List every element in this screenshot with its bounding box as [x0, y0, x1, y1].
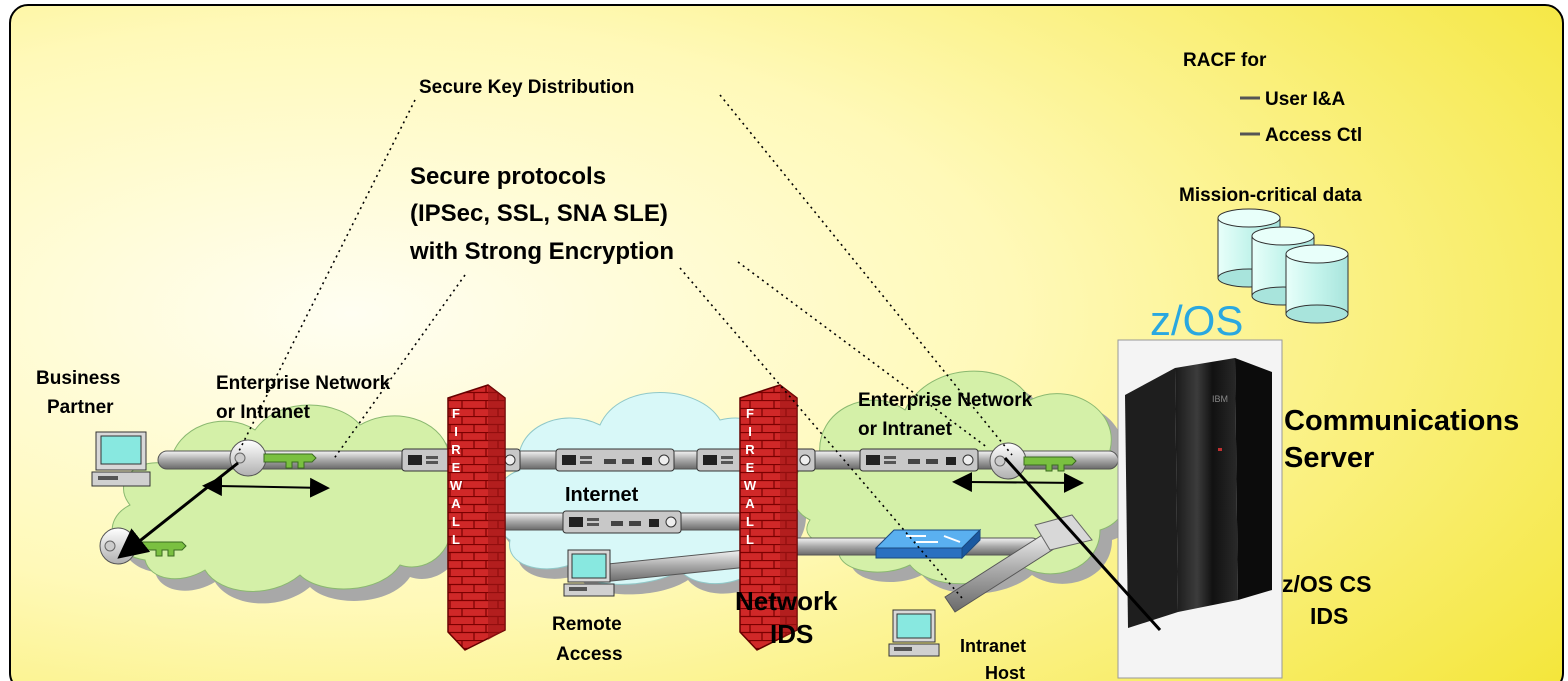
zos-cs-ids-label-1: z/OS CS — [1282, 571, 1371, 597]
mainframe-brand: IBM — [1212, 394, 1228, 404]
firewall-letter: W — [744, 478, 757, 493]
network-ids-label-1: Network — [735, 586, 838, 616]
firewall-letter: R — [745, 442, 755, 457]
disk-stack-icon — [1217, 208, 1349, 324]
firewall-letter: L — [452, 532, 460, 547]
router-4 — [859, 448, 979, 472]
remote-access-label-2: Access — [556, 644, 623, 665]
encryption-arrow-right — [952, 472, 1084, 493]
business-partner-label-2: Partner — [47, 397, 114, 418]
firewall-letter: F — [452, 406, 460, 421]
firewall-letter: F — [746, 406, 754, 421]
router-2 — [555, 448, 675, 472]
secure-protocols-line-2: (IPSec, SSL, SNA SLE) — [410, 200, 668, 227]
firewall-left-letters: F I R E W A L L — [450, 406, 463, 547]
business-partner-label-1: Business — [36, 368, 120, 389]
racf-item-access-ctl: Access Ctl — [1265, 125, 1362, 146]
communications-server-label-1: Communications — [1284, 405, 1519, 437]
network-ids-label-2: IDS — [770, 619, 813, 649]
encryption-arrow-left — [202, 476, 330, 498]
enterprise-network-right-2: or Intranet — [858, 419, 953, 440]
enterprise-network-left-2: or Intranet — [216, 402, 311, 423]
enterprise-network-left-1: Enterprise Network — [216, 373, 391, 394]
firewall-letter: W — [450, 478, 463, 493]
business-partner-computer-icon — [91, 431, 151, 487]
racf-item-user-ia: User I&A — [1265, 89, 1346, 110]
disk-icon — [1285, 244, 1349, 324]
firewall-right — [739, 384, 798, 651]
disk-icon — [1217, 208, 1281, 288]
firewall-letter: L — [746, 532, 754, 547]
router-5 — [562, 510, 682, 534]
intranet-host-label-2: Host — [985, 663, 1025, 681]
firewall-letter: A — [451, 496, 461, 511]
remote-access-computer-icon — [563, 549, 615, 597]
mainframe-server-icon: IBM — [1117, 339, 1283, 679]
callout-lines — [237, 94, 1013, 599]
zos-cs-ids-label-2: IDS — [1310, 603, 1348, 629]
firewall-left — [447, 384, 506, 651]
firewall-letter: R — [451, 442, 461, 457]
enterprise-network-right-1: Enterprise Network — [858, 390, 1033, 411]
intranet-host-computer-icon — [888, 609, 940, 657]
secure-protocols-line-3: with Strong Encryption — [409, 238, 674, 265]
firewall-letter: L — [452, 514, 460, 529]
firewall-letter: L — [746, 514, 754, 529]
communications-server-label-2: Server — [1284, 442, 1374, 474]
secure-protocols-line-1: Secure protocols — [410, 163, 606, 190]
network-switch — [874, 528, 982, 560]
key-icon-left-network — [229, 439, 317, 477]
firewall-letter: E — [452, 460, 461, 475]
internet-label: Internet — [565, 484, 639, 506]
mission-critical-data-label: Mission-critical data — [1179, 185, 1362, 206]
firewall-letter: E — [746, 460, 755, 475]
intranet-host-label-1: Intranet — [960, 636, 1026, 656]
remote-access-label-1: Remote — [552, 614, 622, 635]
firewall-letter: A — [745, 496, 755, 511]
secure-key-distribution-label: Secure Key Distribution — [419, 77, 634, 98]
racf-title: RACF for — [1183, 50, 1267, 71]
firewall-letter: I — [748, 424, 752, 439]
firewall-letter: I — [454, 424, 458, 439]
firewall-right-letters: F I R E W A L L — [744, 406, 757, 547]
zos-label: z/OS — [1150, 297, 1243, 344]
